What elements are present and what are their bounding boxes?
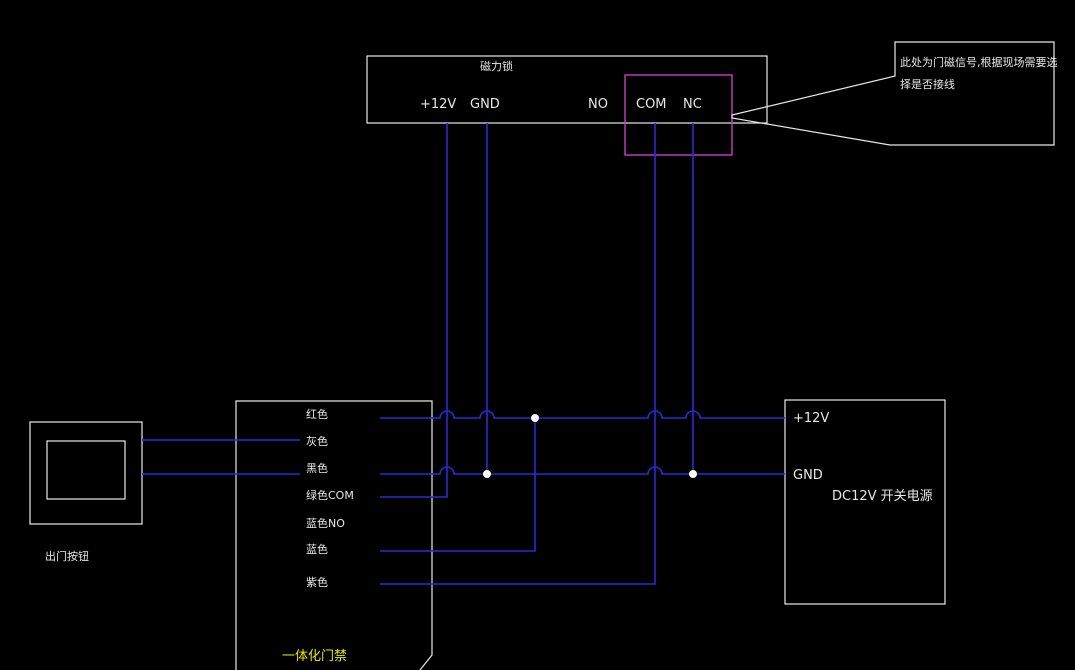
controller-title: 一体化门禁 <box>282 649 347 664</box>
controller-wire-gray: 灰色 <box>306 434 328 448</box>
note-line-2: 择是否接线 <box>900 77 955 91</box>
wire-lock-12v-to-green-com <box>380 123 448 498</box>
lock-terminal-gnd: GND <box>470 97 500 112</box>
lock-terminal-com: COM <box>636 97 667 112</box>
wire-blue-to-12v <box>380 418 536 552</box>
lock-title: 磁力锁 <box>480 59 513 73</box>
wire-red-12v <box>380 410 785 419</box>
lock-terminal-nc: NC <box>683 97 702 112</box>
junction-12v <box>531 414 539 422</box>
note-callout <box>731 41 1055 146</box>
controller-wire-red: 红色 <box>306 407 328 421</box>
lock-terminal-12v: +12V <box>420 97 456 112</box>
lock-terminal-no: NO <box>588 97 608 112</box>
controller-wire-purple: 紫色 <box>306 575 328 589</box>
wire-lock-com-to-purple <box>380 123 656 585</box>
psu-label: DC12V 开关电源 <box>832 489 933 504</box>
controller-wire-blue: 蓝色 <box>306 542 328 556</box>
exit-button-frame <box>29 421 143 525</box>
exit-button-label: 出门按钮 <box>45 549 89 563</box>
magnetic-lock-box <box>366 55 768 124</box>
psu-terminal-gnd: GND <box>793 468 823 483</box>
psu-terminal-12v: +12V <box>793 411 829 426</box>
wire-black-gnd <box>380 466 785 475</box>
door-sensor-highlight <box>624 74 733 156</box>
exit-button-face <box>46 440 126 500</box>
controller-box <box>235 400 433 670</box>
power-supply-box <box>784 399 946 605</box>
controller-wire-black: 黑色 <box>306 461 328 475</box>
controller-wire-green-com: 绿色COM <box>306 488 354 502</box>
controller-wire-blue-no: 蓝色NO <box>306 516 345 530</box>
junction-gnd-nc <box>689 470 697 478</box>
junction-gnd-lock <box>483 470 491 478</box>
note-line-1: 此处为门磁信号,根据现场需要选 <box>900 55 1058 69</box>
